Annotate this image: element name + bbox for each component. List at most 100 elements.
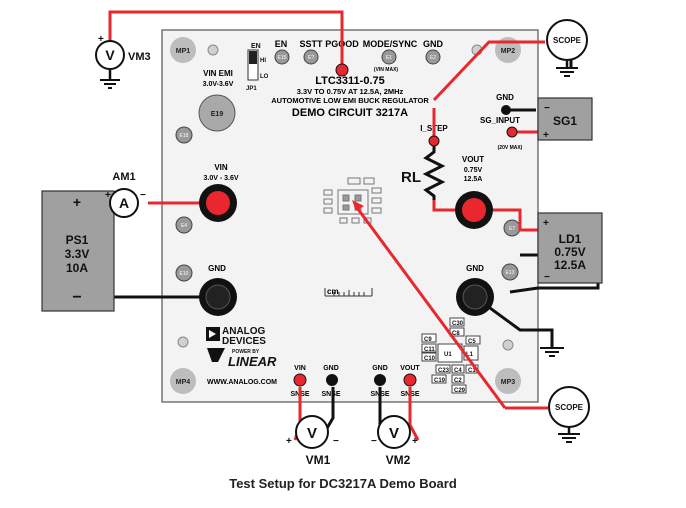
svg-text:V: V [105,47,115,63]
label-mode-sync: MODE/SYNC [363,39,418,49]
load-resistor-rl: RL [401,146,446,200]
label-sg-input: SG_INPUT [480,116,520,125]
turret-sstt: E? [303,49,319,65]
svg-text:SCOPE: SCOPE [555,403,584,412]
svg-text:+: + [73,194,81,210]
svg-text:C30: C30 [452,321,464,327]
svg-text:PS1: PS1 [66,233,89,247]
svg-text:MP4: MP4 [176,379,191,386]
terminal-gnd-left-black [199,278,237,316]
svg-text:C4: C4 [454,368,462,374]
svg-text:12.5A: 12.5A [554,258,586,272]
svg-text:E7: E7 [509,226,515,232]
svg-text:+: + [543,218,549,229]
svg-text:U1: U1 [444,352,452,358]
turret-en: E15 [274,49,290,65]
svg-text:E15: E15 [278,55,287,61]
svg-text:+: + [543,130,549,141]
power-supply-ps1: + PS1 3.3V 10A − [41,190,115,312]
voltmeter-vm2: V − + VM2 [371,415,418,467]
svg-text:+: + [98,34,104,45]
svg-text:VM2: VM2 [386,453,411,467]
svg-text:E10: E10 [180,271,189,277]
svg-text:ANALOG: ANALOG [222,326,266,337]
label-vout-voltage: 0.75V [464,167,483,174]
svg-text:A: A [119,195,129,211]
label-sg-gnd: GND [496,93,514,102]
svg-text:−: − [544,272,550,283]
terminal-vin-emi-red [335,63,349,77]
scope-probe-arrow [352,200,364,211]
terminal-i-step [428,135,440,147]
analog-devices-logo: ANALOG DEVICES [206,326,266,347]
sense-gnd2-label: GND [372,365,388,372]
ruler [324,288,373,297]
terminal-sg-input [506,126,518,138]
svg-text:C1: C1 [468,368,476,374]
turret-e7: E7 [503,219,521,237]
board-subtitle-1: 3.3V TO 0.75V AT 12.5A, 2MHz [297,87,404,96]
label-vin-range: 3.0V - 3.6V [203,175,238,182]
jumper-jp1: EN HI LO JP1 [246,43,269,92]
mounting-hole-mp1: MP1 [170,37,219,63]
board-part-number: LTC3311-0.75 [315,75,385,87]
svg-text:−: − [544,103,550,114]
svg-text:+: + [412,436,418,447]
linear-logo: POWER BY LINEAR [207,348,277,369]
svg-text:VM1: VM1 [306,453,331,467]
label-gnd-top: GND [423,39,444,49]
svg-text:E4: E4 [181,223,187,229]
mounting-hole-mp3: MP3 [495,339,521,394]
svg-text:E?: E? [308,55,314,61]
label-vin-emi-range: 3.0V-3.6V [203,81,234,88]
svg-text:V: V [307,425,317,442]
svg-text:−: − [140,190,146,201]
sense-gnd1-snse: SNSE [321,391,340,398]
svg-text:E2: E2 [430,55,436,61]
oscilloscope-top: SCOPE [546,19,588,77]
label-gnd-right: GND [466,264,484,273]
svg-text:DEVICES: DEVICES [222,336,266,347]
svg-text:−: − [371,436,377,447]
svg-text:−: − [333,436,339,447]
svg-text:VM3: VM3 [128,51,151,63]
label-vout: VOUT [462,155,484,164]
svg-text:E19: E19 [211,111,224,118]
svg-text:C9: C9 [424,337,432,343]
svg-text:AM1: AM1 [112,171,135,183]
svg-text:+: + [105,190,111,201]
terminal-sg-gnd [501,105,511,115]
label-vin-max: (VIN MAX) [374,67,399,73]
svg-text:E13: E13 [506,270,515,276]
svg-text:C23: C23 [438,368,450,374]
terminal-gnd-right-black [456,278,494,316]
label-sg-max: (20V MAX) [498,145,523,151]
board-subtitle-2: AUTOMOTIVE LOW EMI BUCK REGULATOR [271,96,429,105]
svg-text:SCOPE: SCOPE [553,36,582,45]
electronic-load-ld1: + LD1 0.75V 12.5A − [537,212,603,284]
svg-text:HI: HI [260,58,266,64]
sense-vout-label: VOUT [400,365,420,372]
svg-text:MP3: MP3 [501,379,516,386]
terminal-vout-red [455,191,493,229]
turret-e10: E10 [175,264,193,282]
svg-text:0.75V: 0.75V [554,245,585,259]
svg-text:POWER BY: POWER BY [232,349,260,355]
svg-text:V: V [389,425,399,442]
voltmeter-vm3: V VM3 + [95,34,151,89]
label-gnd-left: GND [208,264,226,273]
terminal-vin-red [199,184,237,222]
svg-text:E18: E18 [180,133,189,139]
svg-text:JP1: JP1 [246,86,257,92]
board-demo-name: DEMO CIRCUIT 3217A [292,107,408,119]
svg-text:C10: C10 [424,356,436,362]
svg-text:RL: RL [401,169,421,186]
svg-text:10A: 10A [66,261,88,275]
turret-e18: E18 [175,126,193,144]
turret-e13: E13 [501,263,519,281]
svg-text:LO: LO [260,74,269,80]
svg-text:−: − [72,289,81,306]
svg-text:C11: C11 [424,347,435,353]
svg-text:C2: C2 [454,378,462,384]
